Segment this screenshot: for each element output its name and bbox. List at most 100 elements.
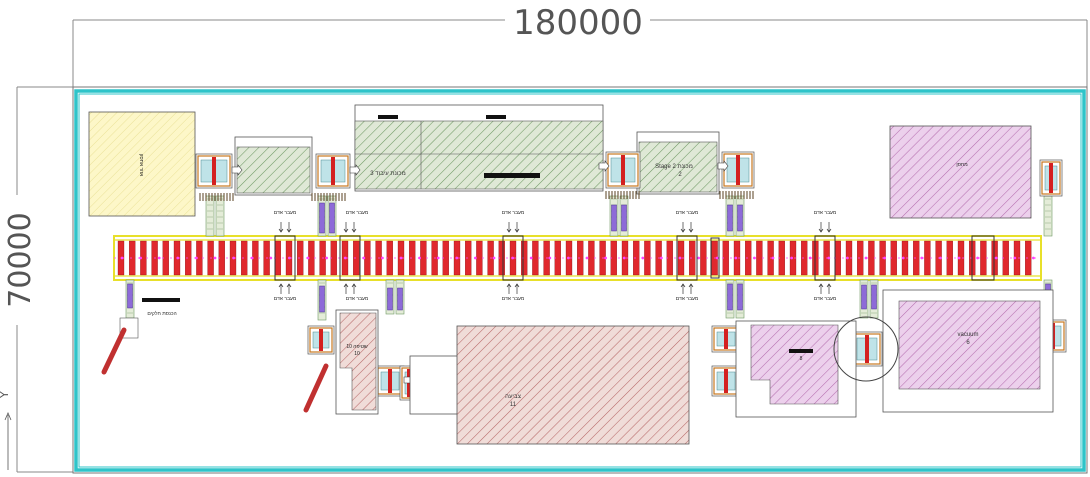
conveyor-node bbox=[939, 256, 942, 260]
conveyor-node bbox=[120, 256, 124, 260]
conveyor-roller bbox=[185, 240, 192, 276]
crossing-arrow bbox=[826, 283, 832, 294]
transfer-carriage bbox=[727, 283, 733, 311]
conveyor-roller bbox=[353, 240, 360, 276]
machine-11: צביעה 11 bbox=[409, 325, 690, 445]
conveyor-node bbox=[325, 256, 328, 260]
crossing-arrow bbox=[514, 222, 520, 233]
machine-2: Stage 2 מכונת 2 bbox=[636, 131, 720, 195]
highlight-circle bbox=[833, 316, 899, 382]
width-dimension: 180000 bbox=[72, 3, 1088, 87]
conveyor-node bbox=[232, 256, 236, 260]
station-red-bar bbox=[865, 335, 869, 363]
crossing-arrow bbox=[343, 283, 349, 294]
warehouse-block: מחסן bbox=[889, 125, 1032, 219]
conveyor-node bbox=[381, 256, 384, 260]
machine-11-number: 11 bbox=[510, 402, 517, 408]
machine-10-number: 10 bbox=[354, 351, 360, 357]
conveyor-roller bbox=[364, 240, 371, 276]
flow-arrow bbox=[231, 164, 243, 176]
machine-2-number: 2 bbox=[678, 172, 682, 178]
crossing-arrow bbox=[514, 283, 520, 294]
crossing-label: מעבר אדם bbox=[274, 210, 297, 216]
conveyor-roller bbox=[409, 240, 416, 276]
conveyor-roller bbox=[756, 240, 763, 276]
crossing-arrow bbox=[286, 283, 292, 294]
machine-11-label: צביעה bbox=[505, 394, 521, 400]
conveyor-node bbox=[976, 256, 979, 260]
conveyor-node bbox=[511, 256, 514, 260]
height-dimension: 70000 Y bbox=[0, 86, 73, 473]
station-red-bar bbox=[319, 329, 323, 351]
conveyor-roller bbox=[700, 240, 707, 276]
conveyor-node bbox=[715, 256, 719, 260]
crossing-arrow bbox=[343, 222, 349, 233]
transfer-carriage bbox=[621, 204, 627, 232]
conveyor-node bbox=[808, 256, 812, 260]
transfer-conveyor bbox=[205, 195, 215, 237]
conveyor-roller bbox=[745, 240, 752, 276]
transfer-conveyor bbox=[1043, 195, 1053, 237]
transfer-carriage bbox=[329, 202, 335, 234]
conveyor-roller bbox=[532, 240, 539, 276]
conveyor-roller bbox=[789, 240, 797, 276]
conveyor-node bbox=[994, 256, 998, 260]
crossing-arrow bbox=[351, 283, 357, 294]
station-red-bar bbox=[724, 369, 728, 393]
station-frame bbox=[607, 153, 639, 187]
conveyor-node bbox=[474, 256, 477, 260]
conveyor-roller bbox=[241, 240, 248, 276]
conveyor-node bbox=[213, 256, 217, 260]
transfer-carriage bbox=[871, 284, 877, 310]
crossing-arrow bbox=[680, 283, 686, 294]
transfer-carriage bbox=[319, 202, 325, 234]
conveyor-node bbox=[1032, 256, 1035, 260]
conveyor-node bbox=[920, 256, 924, 260]
conveyor-node bbox=[288, 256, 291, 260]
y-axis-label: Y bbox=[0, 391, 11, 399]
crossing-label: מעבר אדם bbox=[274, 296, 297, 302]
transfer-carriage bbox=[397, 287, 403, 311]
transfer-carriage bbox=[319, 285, 325, 313]
conveyor-roller bbox=[644, 240, 651, 276]
conveyor-node bbox=[1013, 256, 1017, 260]
transfer-conveyor bbox=[215, 195, 225, 237]
conveyor-roller bbox=[577, 240, 584, 276]
conveyor-node bbox=[343, 256, 347, 260]
crossing-arrow bbox=[818, 283, 824, 294]
station-red-bar bbox=[388, 369, 392, 393]
station-red-bar bbox=[736, 155, 740, 185]
crossing-label: מעבר אדם bbox=[676, 296, 699, 302]
station-units bbox=[195, 151, 1067, 401]
conveyor-node bbox=[790, 256, 793, 260]
vacuum-label: vacuum bbox=[957, 332, 978, 338]
transfer-carriage bbox=[387, 287, 393, 311]
crossing-label: מעבר אדם bbox=[502, 210, 525, 216]
conveyor-node bbox=[176, 256, 180, 260]
storage-block: אזור אחסון bbox=[88, 111, 196, 217]
station-red-bar bbox=[621, 155, 625, 185]
conveyor-node bbox=[455, 256, 459, 260]
height-dimension-label: 70000 bbox=[3, 212, 38, 307]
flow-arrow bbox=[349, 164, 361, 176]
conveyor-node bbox=[678, 256, 682, 260]
flow-arrow bbox=[598, 160, 610, 172]
flow-arrow bbox=[717, 160, 729, 172]
conveyor-node bbox=[250, 256, 254, 260]
crossing-frames bbox=[274, 235, 995, 281]
conveyor-node bbox=[269, 256, 273, 260]
machine-2-label: Stage 2 מכונת bbox=[655, 164, 693, 170]
transfer-conveyors bbox=[125, 195, 1053, 321]
conveyor-node bbox=[139, 256, 143, 260]
crossing-label: מעבר אדם bbox=[676, 210, 699, 216]
conveyor-roller bbox=[588, 240, 595, 276]
width-dimension-label: 180000 bbox=[513, 3, 643, 43]
crossing-arrow bbox=[688, 222, 694, 233]
station-red-bar bbox=[724, 329, 728, 349]
crossing-label: מעבר אדם bbox=[346, 210, 369, 216]
conveyor-roller bbox=[857, 240, 864, 276]
conveyor-node bbox=[399, 256, 403, 260]
conveyor-roller bbox=[689, 240, 696, 276]
main-conveyor bbox=[113, 235, 1042, 281]
